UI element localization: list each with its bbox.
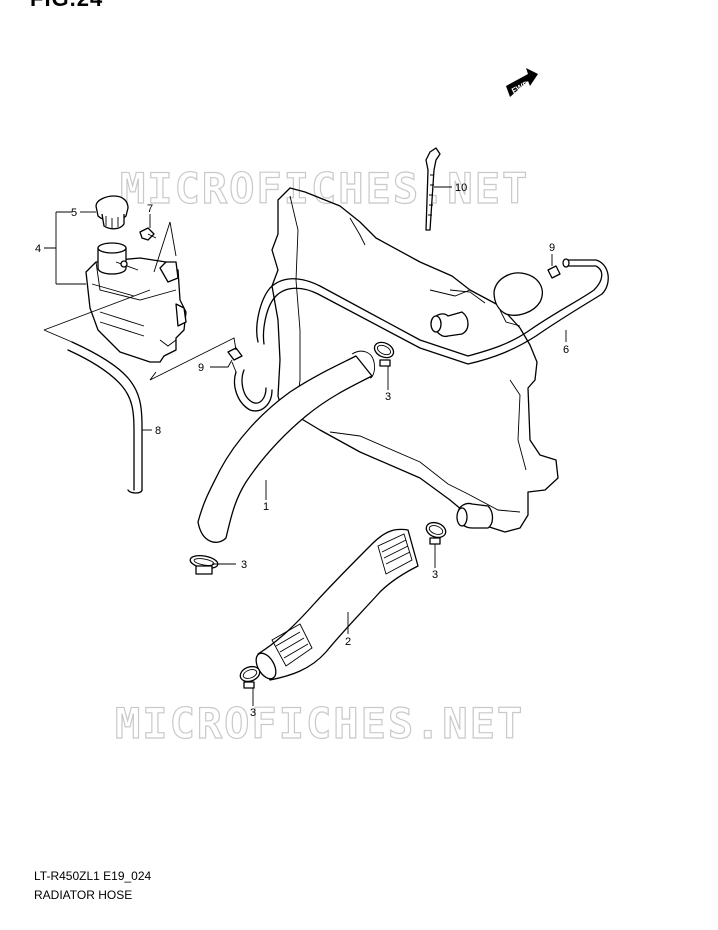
- reservoir-cap: [95, 195, 129, 230]
- reservoir-tank: [85, 242, 187, 363]
- figure-title: FIG.24: [30, 0, 103, 12]
- callout-9-left: 9: [198, 362, 204, 374]
- callout-9-right: 9: [549, 242, 555, 254]
- callout-8: 8: [155, 425, 161, 437]
- figure-name: RADIATOR HOSE: [34, 888, 133, 902]
- radiator-hose-2: [255, 528, 419, 681]
- callout-7: 7: [147, 203, 153, 215]
- radiator: [271, 187, 559, 533]
- callout-3-bottom: 3: [250, 707, 256, 719]
- hose-clamp-3-bottom: [239, 665, 261, 689]
- hose-clamp-3-left: [189, 554, 219, 575]
- breather-hose-6: [233, 258, 609, 412]
- figure-code: LT-R450ZL1 E19_024: [34, 869, 152, 883]
- callout-10: 10: [455, 182, 467, 194]
- clamp-9-right: [547, 265, 561, 279]
- watermark-top: MICROFICHES.NET: [120, 164, 529, 213]
- svg-text:FWD: FWD: [510, 79, 531, 96]
- bolt: [139, 227, 157, 241]
- overflow-hose: [67, 341, 143, 494]
- hose-clamp-3-right: [425, 521, 447, 545]
- watermark-bottom: MICROFICHES.NET: [115, 699, 524, 748]
- callout-2: 2: [345, 636, 351, 648]
- leader-lines: [43, 186, 567, 706]
- cable-tie: [425, 147, 441, 231]
- callout-4: 4: [35, 243, 41, 255]
- callout-6: 6: [563, 344, 569, 356]
- fwd-arrow-icon: FWD: [506, 68, 538, 97]
- callout-3-right: 3: [432, 569, 438, 581]
- clamp-9-left: [227, 347, 243, 373]
- radiator-hose-1: [197, 350, 375, 543]
- callout-5: 5: [71, 207, 77, 219]
- callout-3-left: 3: [241, 559, 247, 571]
- callout-3-upper: 3: [385, 391, 391, 403]
- callout-1: 1: [263, 501, 269, 513]
- hose-clamp-3-upper: [373, 341, 395, 367]
